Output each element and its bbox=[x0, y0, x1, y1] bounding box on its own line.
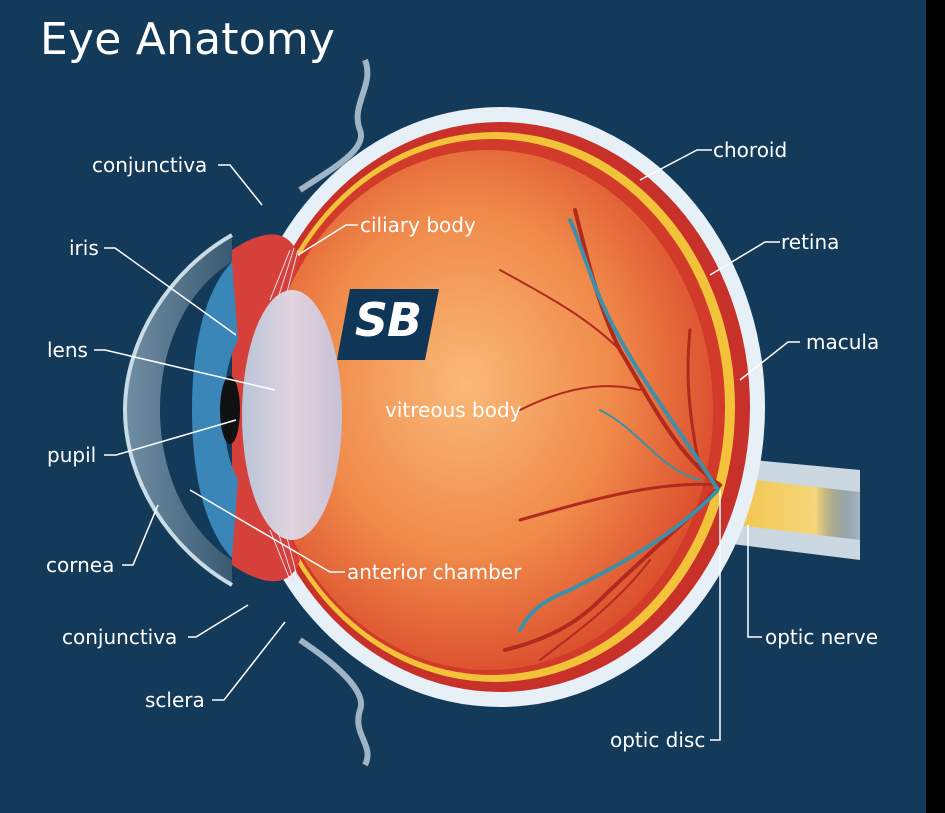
eye-illustration bbox=[94, 58, 860, 767]
label-optic-disc: optic disc bbox=[610, 728, 706, 752]
label-sclera: sclera bbox=[145, 688, 205, 712]
label-iris: iris bbox=[69, 236, 99, 260]
zonule-top bbox=[269, 247, 299, 301]
label-ciliary-body: ciliary body bbox=[360, 213, 476, 237]
label-vitreous-body: vitreous body bbox=[385, 398, 522, 422]
label-macula: macula bbox=[806, 330, 880, 354]
label-retina: retina bbox=[781, 230, 840, 254]
page-title: Eye Anatomy bbox=[40, 14, 336, 65]
label-conjunctiva-top: conjunctiva bbox=[92, 153, 208, 177]
label-lens: lens bbox=[47, 338, 88, 362]
label-cornea: cornea bbox=[46, 553, 115, 577]
label-conjunctiva-bottom: conjunctiva bbox=[62, 625, 178, 649]
label-anterior-chamber: anterior chamber bbox=[347, 560, 522, 584]
label-choroid: choroid bbox=[713, 138, 788, 162]
label-optic-nerve: optic nerve bbox=[765, 625, 879, 649]
right-border bbox=[926, 0, 945, 813]
iris-shape bbox=[192, 262, 238, 558]
vitreous-body bbox=[263, 150, 713, 670]
logo: SB bbox=[354, 293, 422, 347]
label-pupil: pupil bbox=[47, 443, 97, 467]
leader-lines bbox=[94, 149, 800, 741]
blood-vessels bbox=[499, 208, 722, 661]
cornea-highlight bbox=[122, 233, 233, 587]
logo-badge bbox=[337, 289, 439, 360]
lens-shape bbox=[242, 290, 342, 540]
diagram-canvas: Eye Anatomy SB conjunctiva iris lens pup… bbox=[0, 0, 926, 813]
cornea-shape bbox=[125, 235, 232, 585]
conjunctiva-bottom-line bbox=[298, 637, 371, 767]
conjunctiva-top-line bbox=[298, 58, 371, 193]
pupil-shape bbox=[220, 376, 240, 444]
